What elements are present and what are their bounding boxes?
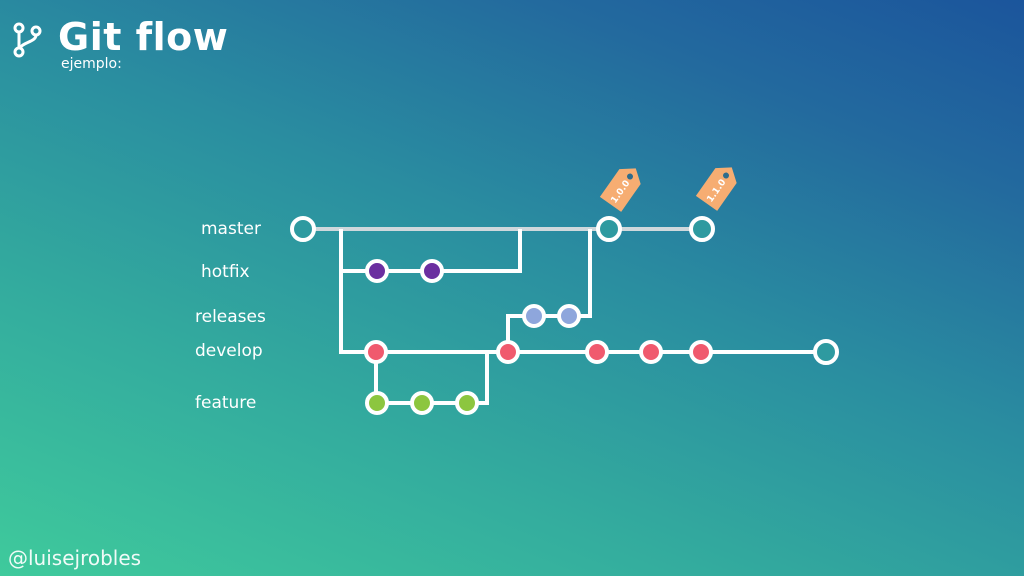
page-subtitle: ejemplo: (61, 56, 122, 72)
branch-label-feature: feature (195, 393, 257, 413)
hotfix-commit (365, 259, 389, 283)
develop-commit (639, 340, 663, 364)
develop-commit (585, 340, 609, 364)
develop-commit (689, 340, 713, 364)
feature-commit (455, 391, 479, 415)
develop-commit (496, 340, 520, 364)
hotfix-commit (420, 259, 444, 283)
tag-1-icon: 1.0.0 (599, 168, 641, 212)
hotfix-line (341, 229, 522, 273)
tag-2-icon: 1.1.0 (695, 167, 737, 211)
releases-commit (557, 304, 581, 328)
master-commit-release-2 (689, 216, 715, 242)
develop-commit (364, 340, 388, 364)
master-commit-start (290, 216, 316, 242)
author-credit: @luisejrobles (8, 546, 142, 570)
feature-commit (410, 391, 434, 415)
master-commit-release-1 (596, 216, 622, 242)
git-branch-icon (13, 22, 42, 58)
branch-label-releases: releases (195, 307, 266, 327)
master-to-develop-connector (339, 229, 376, 354)
releases-commit (522, 304, 546, 328)
feature-commit (365, 391, 389, 415)
develop-commit-end (813, 339, 839, 365)
page-title: Git flow (58, 15, 229, 59)
branch-label-hotfix: hotfix (201, 262, 250, 282)
releases-line (506, 229, 592, 352)
branch-label-develop: develop (195, 341, 263, 361)
branch-label-master: master (201, 219, 261, 239)
